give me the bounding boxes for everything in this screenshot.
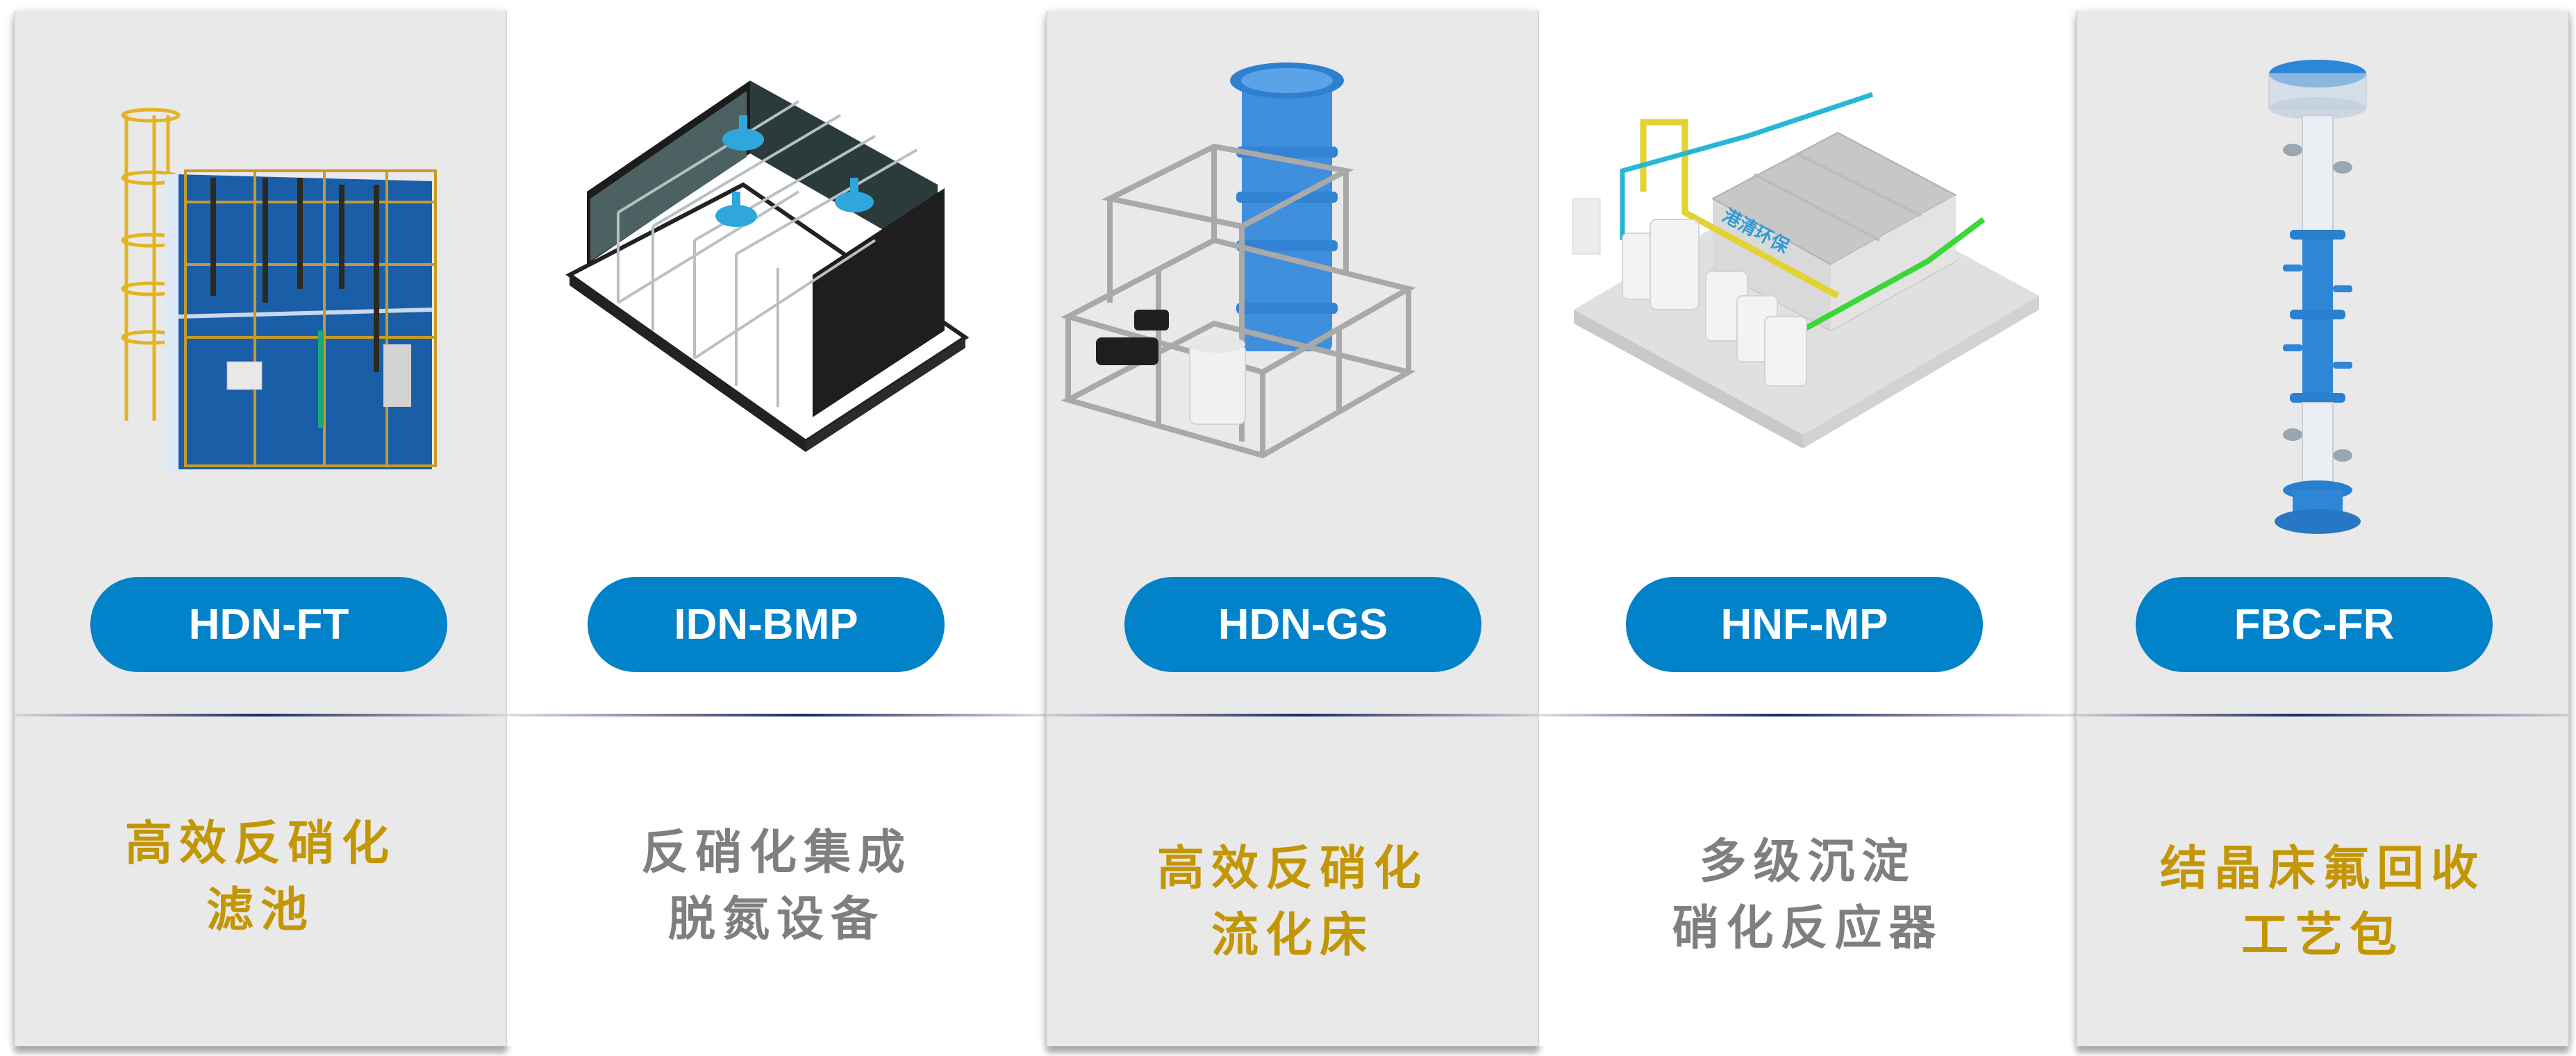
product-name-line: 反硝化集成 <box>640 825 912 880</box>
product-name: 高效反硝化 滤池 <box>15 811 506 944</box>
product-name: 反硝化集成 脱氮设备 <box>507 820 1046 953</box>
product-name-line: 多级沉淀 <box>1699 835 1916 889</box>
fluidized-bed-reactor-icon <box>1047 11 1538 567</box>
product-code-button[interactable]: HDN-FT <box>90 577 447 672</box>
product-name-line: 高效反硝化 <box>1156 841 1428 896</box>
product-name: 多级沉淀 硝化反应器 <box>1539 829 2076 962</box>
divider <box>2077 714 2568 716</box>
product-name-line: 硝化反应器 <box>1672 901 1943 956</box>
product-card-idn-bmp[interactable]: IDN-BMP 反硝化集成 脱氮设备 <box>507 11 1046 1046</box>
product-name-line: 滤池 <box>206 883 315 938</box>
integrated-denitrification-unit-icon <box>507 11 1046 567</box>
product-card-fbc-fr[interactable]: FBC-FR 结晶床氟回收 工艺包 <box>2076 11 2569 1046</box>
product-code-button[interactable]: HDN-GS <box>1124 577 1481 672</box>
product-name-line: 脱氮设备 <box>667 892 885 947</box>
product-name-line: 流化床 <box>1211 908 1374 963</box>
product-name: 高效反硝化 流化床 <box>1047 836 1538 969</box>
product-name: 结晶床氟回收 工艺包 <box>2077 836 2568 969</box>
crystallization-column-icon <box>2077 11 2568 567</box>
divider <box>1539 714 2076 716</box>
divider <box>1047 714 1538 716</box>
product-card-hdn-gs[interactable]: HDN-GS 高效反硝化 流化床 <box>1046 11 1539 1046</box>
product-card-hnf-mp[interactable]: 港清环保 HNF-MP 多级沉淀 硝化反应器 <box>1539 11 2076 1046</box>
product-code-button[interactable]: IDN-BMP <box>588 577 945 672</box>
divider <box>507 714 1046 716</box>
product-code-button[interactable]: HNF-MP <box>1626 577 1983 672</box>
denitrification-filter-tank-icon <box>15 11 506 567</box>
multistage-nitrification-reactor-icon: 港清环保 <box>1539 11 2076 567</box>
divider <box>15 714 506 716</box>
product-code-button[interactable]: FBC-FR <box>2136 577 2493 672</box>
product-name-line: 结晶床氟回收 <box>2159 841 2485 896</box>
product-name-line: 工艺包 <box>2241 908 2404 963</box>
product-card-hdn-ft[interactable]: HDN-FT 高效反硝化 滤池 <box>14 11 507 1046</box>
product-name-line: 高效反硝化 <box>124 816 396 871</box>
